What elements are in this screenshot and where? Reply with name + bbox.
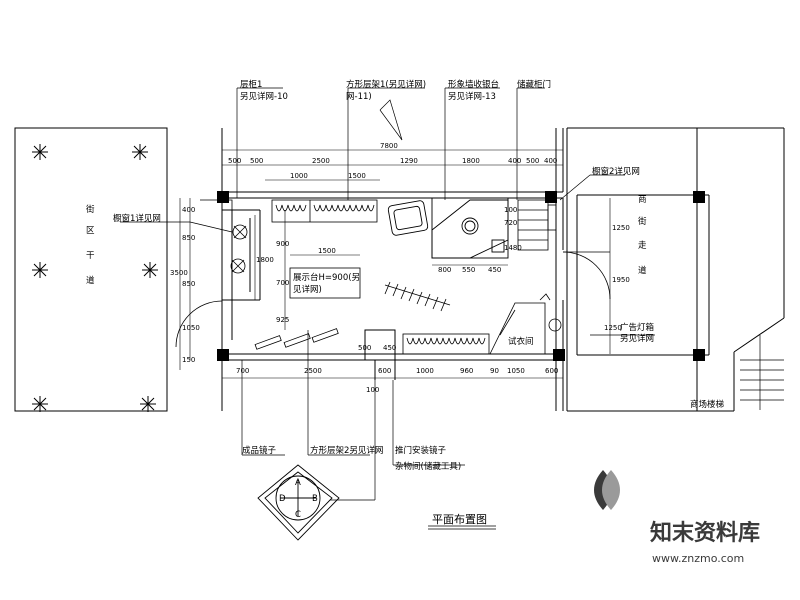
label-plaza-0: 街: [86, 204, 95, 215]
label-top-6: 储藏柜门: [517, 79, 551, 90]
door-swings: [175, 199, 611, 348]
label-mall-stair: 商场楼梯: [690, 399, 725, 410]
svg-text:知末资料库: 知末资料库: [650, 520, 760, 546]
label-fitting-room: 试衣间: [508, 336, 534, 347]
label-bottom-2: 推门安装镜子: [395, 445, 447, 456]
dim-bottom-misc-2: 500: [358, 344, 371, 352]
label-street-2: 走: [638, 241, 647, 251]
dim-left-0: 400: [182, 206, 195, 214]
dim-counter-0: 800: [438, 266, 451, 274]
dim-bottom-6: 1050: [507, 367, 525, 375]
dim-right-1: 1950: [612, 276, 630, 284]
compass-letter-b: B: [312, 494, 318, 504]
label-shop-window-1: 橱窗1详见网: [113, 213, 161, 224]
dim-top-3: 1290: [400, 157, 418, 165]
window-plants: [230, 224, 248, 274]
plaza-trees: [32, 144, 158, 412]
dim-left-inner-0: 1800: [256, 256, 274, 264]
dim-left-1: 850: [182, 234, 195, 242]
diagonal-rack: [384, 281, 451, 312]
dim-top2-1: 1500: [348, 172, 366, 180]
dim-bottom-misc-0: 100: [366, 386, 379, 394]
dim-bottom-misc-1: 450: [383, 344, 396, 352]
label-ad-light-box-1: 另见详网: [620, 333, 654, 344]
mirror-slabs: [254, 328, 339, 350]
label-top-0: 层柜1: [240, 79, 262, 90]
dim-left-inner-1: 900: [276, 240, 289, 248]
building-outline: [14, 127, 785, 412]
compass-letter-c: C: [295, 510, 301, 520]
dim-bottom-0: 700: [236, 367, 249, 375]
dim-top-7: 400: [544, 157, 557, 165]
dim-top-overall: 7800: [380, 142, 398, 150]
dim-left-3: 850: [182, 280, 195, 288]
dim-bottom-3: 1000: [416, 367, 434, 375]
label-ad-light-box-0: 广告灯箱: [620, 322, 655, 333]
label-top-4: 形象墙收银台: [448, 79, 499, 90]
label-plaza-3: 道: [86, 275, 95, 286]
label-top-2: 方形层架1(另见详网): [346, 79, 426, 90]
dim-counter-1: 550: [462, 266, 475, 274]
fitting-room: [489, 293, 562, 355]
dim-bottom-5: 90: [490, 367, 499, 375]
label-plaza-1: 区: [86, 226, 95, 236]
label-plaza-2: 干: [86, 251, 95, 261]
dim-top-1: 500: [250, 157, 263, 165]
label-display-table-1: 见详网): [293, 284, 322, 295]
dim-top-0: 500: [228, 157, 241, 165]
mall-stair-hatch: [740, 335, 784, 410]
dim-right-0: 1250: [612, 224, 630, 232]
dim-bottom-1: 2500: [304, 367, 322, 375]
leader-lines: [120, 87, 655, 501]
dim-counter-vert-2: 100: [504, 206, 517, 214]
display-table: [289, 267, 361, 299]
dim-top-4: 1800: [462, 157, 480, 165]
label-display-table-0: 展示台H=900(另: [293, 272, 360, 283]
dim-left-4: 1050: [182, 324, 200, 332]
dim-table: 1500: [318, 247, 336, 255]
label-top-5: 另见详网-13: [448, 91, 496, 102]
dim-bottom-7: 600: [545, 367, 558, 375]
dim-top-2: 2500: [312, 157, 330, 165]
dim-counter-2: 450: [488, 266, 501, 274]
clothing-rack-bottom: [402, 333, 490, 355]
storage-stair: [517, 199, 557, 251]
dim-top-6: 500: [526, 157, 539, 165]
compass-symbol: [257, 464, 340, 541]
label-bottom-3: 杂物间(储藏工具): [395, 461, 461, 472]
watermark-logo: 知末资料库 www.znzmo.com: [594, 470, 760, 565]
label-street-1: 街: [638, 216, 647, 227]
dim-counter-vert-0: 720: [504, 219, 517, 227]
dim-bottom-4: 960: [460, 367, 473, 375]
dim-top2-0: 1000: [290, 172, 308, 180]
dim-bottom-2: 600: [378, 367, 391, 375]
dim-left-inner-3: 925: [276, 316, 289, 324]
dim-left-2: 3500: [170, 269, 188, 277]
dim-counter-vert-1: 1480: [504, 244, 522, 252]
dim-right-2: 1250: [604, 324, 622, 332]
dim-left-5: 150: [182, 356, 195, 364]
dim-top-5: 400: [508, 157, 521, 165]
label-top-3: 网-11): [346, 92, 372, 102]
dimension-lines: [179, 149, 611, 379]
compass-letter-a: A: [295, 478, 301, 488]
label-shop-window-2: 橱窗2详见网: [592, 166, 640, 177]
drawing-title: 平面布置图: [432, 513, 487, 526]
label-bottom-0: 成品镜子: [242, 445, 277, 456]
clothing-rack-top: [271, 199, 378, 223]
label-street-3: 道: [638, 265, 647, 276]
label-top-1: 另见详网-10: [240, 91, 288, 102]
dim-left-inner-2: 700: [276, 279, 289, 287]
svg-text:www.znzmo.com: www.znzmo.com: [652, 552, 744, 565]
cashier-counter: [431, 197, 509, 259]
label-street-0: 商: [638, 194, 647, 205]
compass-letter-d: D: [279, 494, 286, 504]
armchair: [387, 200, 429, 236]
label-bottom-1: 方形层架2另见详网: [310, 445, 383, 456]
